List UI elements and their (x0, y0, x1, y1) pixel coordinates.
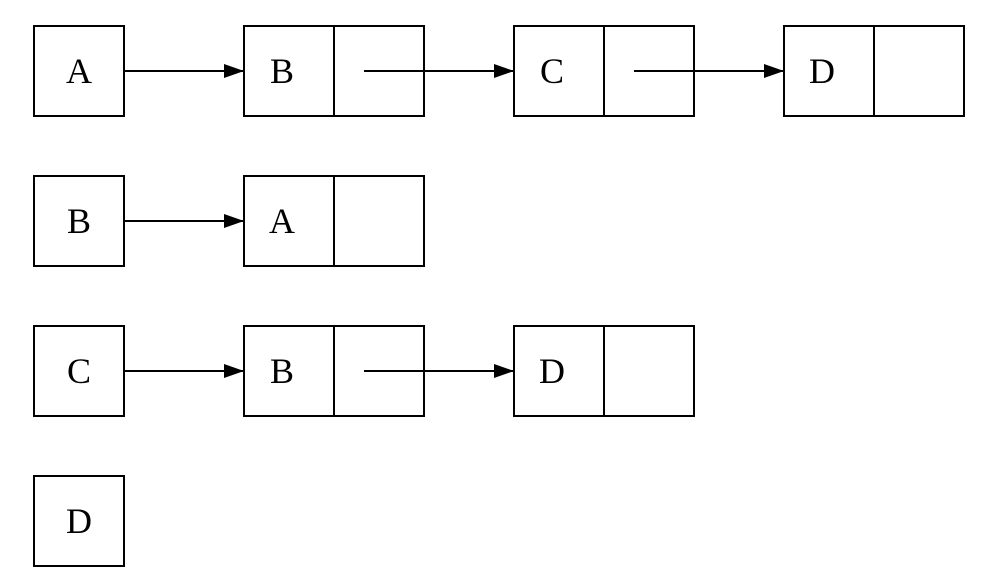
list-row: D (33, 475, 125, 567)
node-label: D (539, 351, 565, 391)
node-label: D (809, 51, 835, 91)
head-vertex-box (33, 325, 125, 417)
head-vertex-label: D (66, 501, 92, 541)
node-data-cell (243, 25, 335, 117)
head-vertex-box (33, 475, 125, 567)
head-vertex-label: A (66, 51, 92, 91)
node-next-cell (603, 325, 695, 417)
node-data-cell (513, 325, 605, 417)
node-next-cell (873, 25, 965, 117)
head-vertex-label: B (67, 201, 91, 241)
list-row: A B C D (33, 25, 965, 117)
node-data-cell (513, 25, 605, 117)
head-vertex-label: C (67, 351, 91, 391)
node-label: A (269, 201, 295, 241)
node-data-cell (783, 25, 875, 117)
head-vertex-box (33, 25, 125, 117)
node-label: B (270, 51, 294, 91)
node-label: B (270, 351, 294, 391)
node-label: C (540, 51, 564, 91)
node-next-cell (333, 175, 425, 267)
